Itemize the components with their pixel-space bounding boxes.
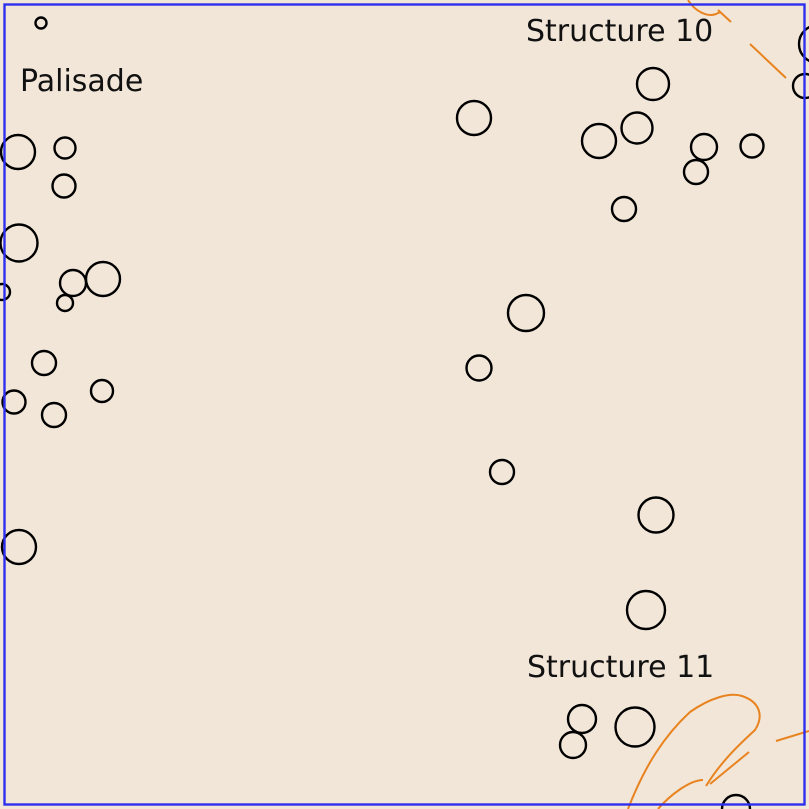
post-hole (1, 389, 27, 415)
post-hole (0, 282, 12, 302)
post-hole (55, 293, 75, 313)
post-hole (637, 496, 675, 534)
structure-11-wall-line (709, 751, 750, 785)
post-hole (455, 99, 493, 137)
post-hole (791, 72, 809, 100)
structure-10-arc (687, 0, 721, 16)
post-hole (610, 195, 638, 223)
post-hole (58, 268, 88, 298)
post-hole (682, 158, 710, 186)
post-hole (53, 136, 77, 160)
palisade-label: Palisade (20, 64, 144, 99)
structure-11-label: Structure 11 (527, 650, 715, 685)
post-hole (614, 706, 656, 748)
structure-10-arc (717, 9, 732, 23)
post-hole (0, 528, 38, 566)
post-hole (465, 354, 493, 382)
post-holes (0, 16, 809, 809)
structure-11-curve-outer (627, 693, 761, 809)
post-hole (488, 458, 516, 486)
post-hole (558, 730, 588, 760)
post-hole (797, 25, 809, 63)
post-hole (689, 132, 719, 162)
post-hole (84, 260, 122, 298)
post-hole (720, 793, 752, 809)
structure-10-wall-line (749, 43, 787, 79)
post-hole (625, 589, 667, 631)
post-hole (506, 293, 546, 333)
post-hole (0, 133, 37, 171)
post-hole (580, 122, 618, 160)
post-hole (89, 378, 115, 404)
post-hole (620, 111, 654, 145)
post-hole (34, 16, 48, 30)
structure-10-label: Structure 10 (526, 14, 714, 49)
post-hole (0, 223, 39, 263)
post-hole (51, 173, 77, 199)
grid-frame (3, 3, 806, 806)
post-hole (566, 703, 598, 735)
feature-lines (627, 0, 809, 809)
post-hole (739, 133, 765, 159)
post-hole (635, 66, 671, 102)
post-hole (30, 349, 58, 377)
post-hole (40, 401, 68, 429)
